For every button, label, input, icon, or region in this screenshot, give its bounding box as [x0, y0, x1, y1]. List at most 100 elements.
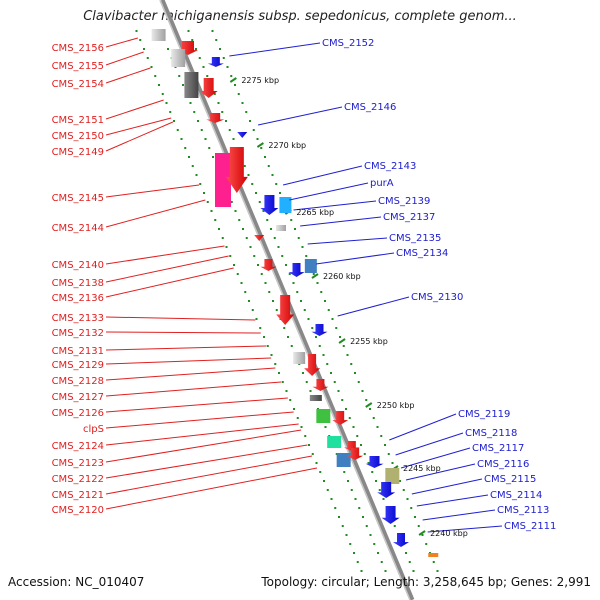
tick-dot [405, 552, 407, 554]
tick-dot [214, 219, 217, 221]
tick-dot [253, 255, 256, 257]
gene-arrow [260, 259, 277, 271]
gene-label-left: CMS_2136 [52, 293, 104, 304]
tick-dot [247, 174, 250, 176]
gene-block [279, 197, 292, 213]
leader-line-left [105, 255, 229, 283]
gene-features [151, 29, 439, 557]
tick-dot [241, 102, 244, 104]
tick-dot [342, 345, 345, 347]
kbp-label: 2275 kbp [241, 76, 279, 85]
leader-line-right [422, 509, 496, 521]
tick-dot [234, 84, 236, 86]
tick-dot [197, 120, 199, 122]
tick-dot [402, 489, 405, 491]
major-tick [418, 530, 426, 536]
gene-label-left: CMS_2149 [52, 147, 104, 158]
tick-dot [257, 264, 259, 266]
tick-dot [248, 300, 250, 302]
gene-arrow [304, 354, 321, 376]
tick-dot [184, 147, 187, 149]
leader-line-left [105, 199, 206, 228]
tick-dot [354, 498, 357, 500]
gene-label-left: CMS_2122 [52, 474, 104, 485]
tick-dot [221, 237, 224, 239]
tick-dot [150, 66, 153, 68]
tick-dot [267, 165, 270, 167]
leader-line-right [293, 200, 377, 211]
tick-dot [292, 282, 295, 284]
tick-dot [327, 309, 330, 311]
tick-dot [234, 210, 237, 212]
kbp-label: 2245 kbp [403, 464, 441, 473]
tick-dot [217, 102, 220, 104]
tick-dot [345, 534, 348, 536]
gene-block [385, 468, 400, 484]
gene-label-left: CMS_2155 [52, 61, 104, 72]
tick-dot [198, 57, 201, 59]
tick-dot [375, 480, 377, 482]
leader-line-left [105, 245, 225, 265]
tick-dot [199, 183, 202, 185]
gene-label-left: CMS_2150 [52, 131, 104, 142]
tick-dot [339, 336, 341, 338]
tick-dot [146, 57, 149, 59]
tick-dot [219, 48, 221, 50]
leader-line-left [105, 331, 261, 334]
tick-dot [211, 30, 214, 32]
gene-labels: CMS_2156CMS_2155CMS_2154CMS_2151CMS_2150… [52, 38, 557, 532]
gene-label-left: CMS_2123 [52, 458, 104, 469]
major-tick [256, 142, 264, 148]
leader-line-left [105, 467, 318, 510]
tick-dot [213, 93, 216, 95]
gene-arrow [225, 147, 248, 193]
tick-dot [297, 237, 300, 239]
tick-dot [191, 165, 194, 167]
tick-dot [326, 489, 329, 491]
gene-label-left: CMS_2133 [52, 313, 104, 324]
tick-dot [391, 462, 394, 464]
gene-arrow [377, 482, 396, 498]
gene-arrow [207, 57, 224, 67]
tick-dot [350, 363, 353, 365]
tick-dot [378, 489, 381, 491]
tick-dot [273, 237, 276, 239]
tick-dot [369, 534, 372, 536]
gene-label-left: CMS_2156 [52, 43, 104, 54]
tick-dot [365, 399, 368, 401]
gene-label-left: CMS_2126 [52, 408, 104, 419]
tick-dot [341, 525, 344, 527]
tick-dot [255, 318, 258, 320]
gene-block [293, 352, 306, 364]
leader-line-right [337, 296, 410, 317]
tick-dot [319, 471, 322, 473]
gene-arrow [276, 295, 295, 325]
map-title: Clavibacter michiganensis subsp. sepedon… [83, 9, 517, 24]
tick-dot [377, 552, 379, 554]
tick-dot [252, 129, 255, 131]
tick-dot [230, 201, 233, 203]
leader-line-left [105, 411, 294, 429]
leader-line-left [105, 117, 172, 136]
gene-block [327, 436, 342, 448]
tick-dot [255, 192, 257, 194]
leader-line-left [105, 429, 302, 463]
tick-dot [195, 174, 198, 176]
gene-block [316, 409, 331, 423]
tick-dot [245, 111, 248, 113]
tick-dot [406, 498, 409, 500]
tick-dot [233, 264, 235, 266]
tick-dot [182, 84, 184, 86]
tick-dot [225, 246, 228, 248]
gene-label-left: CMS_2138 [52, 278, 104, 289]
tick-dot [259, 327, 262, 329]
tick-dot [350, 489, 353, 491]
tick-dot [323, 480, 325, 482]
tick-dot [369, 408, 371, 410]
tick-dot [262, 210, 265, 212]
tick-dot [251, 309, 254, 311]
tick-dot [203, 192, 205, 194]
tick-dot [305, 381, 308, 383]
tick-dot [187, 30, 190, 32]
